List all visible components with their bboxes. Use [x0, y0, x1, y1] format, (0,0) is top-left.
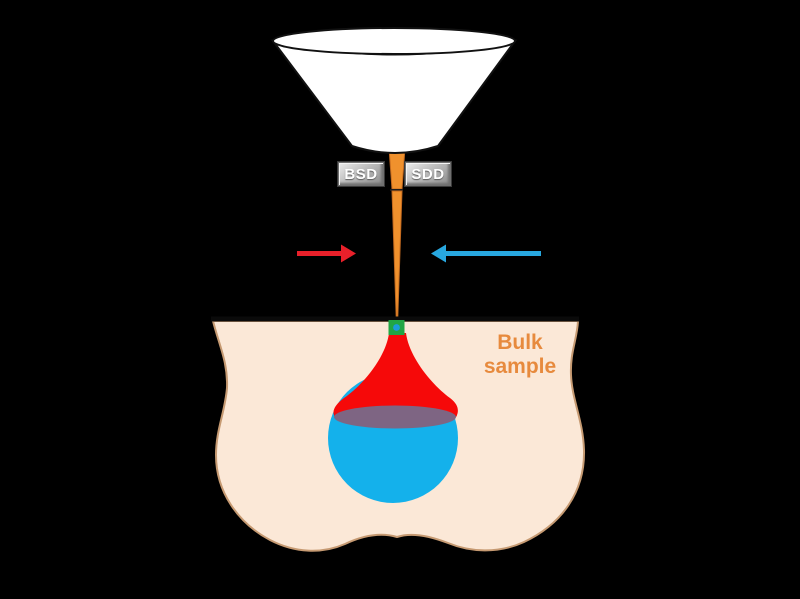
bulk-sample-caption: Bulk sample: [455, 331, 585, 379]
arrow-right-icon: [341, 244, 356, 263]
beam-upper-segment: [388, 147, 406, 190]
arrow-left-icon: [431, 244, 446, 263]
blue-arrow: [431, 244, 541, 263]
electron-beam: [388, 147, 406, 318]
pole-piece-top-rim: [272, 27, 516, 55]
interaction-volume: [328, 320, 458, 503]
bulk-sample-caption-line2: sample: [483, 355, 557, 378]
bsd-detector-label: BSD: [338, 162, 384, 186]
pole-piece: [270, 27, 518, 154]
bulk-sample-caption-line1: Bulk: [497, 331, 543, 354]
pole-piece-body: [270, 39, 518, 154]
sdd-detector-label: SDD: [405, 162, 451, 186]
overlap-ellipse: [334, 405, 456, 429]
backscatter-plume: [333, 333, 458, 427]
beam-entry-dot: [393, 324, 400, 331]
beam-lower-segment: [391, 190, 403, 318]
sample-surface-line: [211, 316, 579, 322]
red-arrow: [297, 244, 356, 263]
